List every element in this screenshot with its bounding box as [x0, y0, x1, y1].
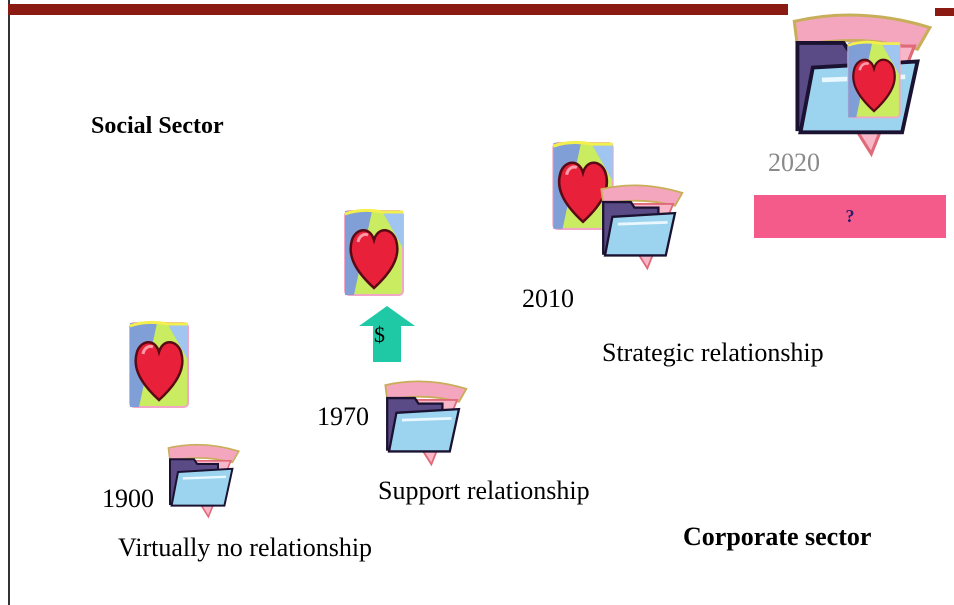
money-label: $: [374, 322, 385, 347]
year-1970-label: 1970: [317, 402, 369, 431]
unknown-future-box: ?: [754, 195, 946, 238]
question-mark: ?: [845, 206, 855, 226]
corporate-sector-label: Corporate sector: [683, 522, 872, 551]
year-2020-label: 2020: [768, 148, 820, 177]
heart-card-icon: [127, 320, 191, 410]
heart-card-icon: [342, 208, 406, 298]
social-sector-label: Social Sector: [91, 113, 224, 139]
relationship-1970-label: Support relationship: [378, 476, 590, 505]
year-2010-label: 2010: [522, 284, 574, 313]
relationship-1900-label: Virtually no relationship: [118, 533, 373, 562]
folder-icon: [162, 434, 242, 526]
year-1900-label: 1900: [102, 484, 154, 513]
title-bar-end: [935, 8, 954, 16]
relationship-2010-label: Strategic relationship: [602, 338, 824, 367]
left-rule: [8, 0, 10, 605]
title-bar: [8, 4, 788, 15]
folder-icon: [378, 376, 470, 468]
heart-card-icon: [845, 40, 903, 120]
folder-icon: [594, 180, 686, 272]
up-arrow-icon: [359, 306, 415, 367]
